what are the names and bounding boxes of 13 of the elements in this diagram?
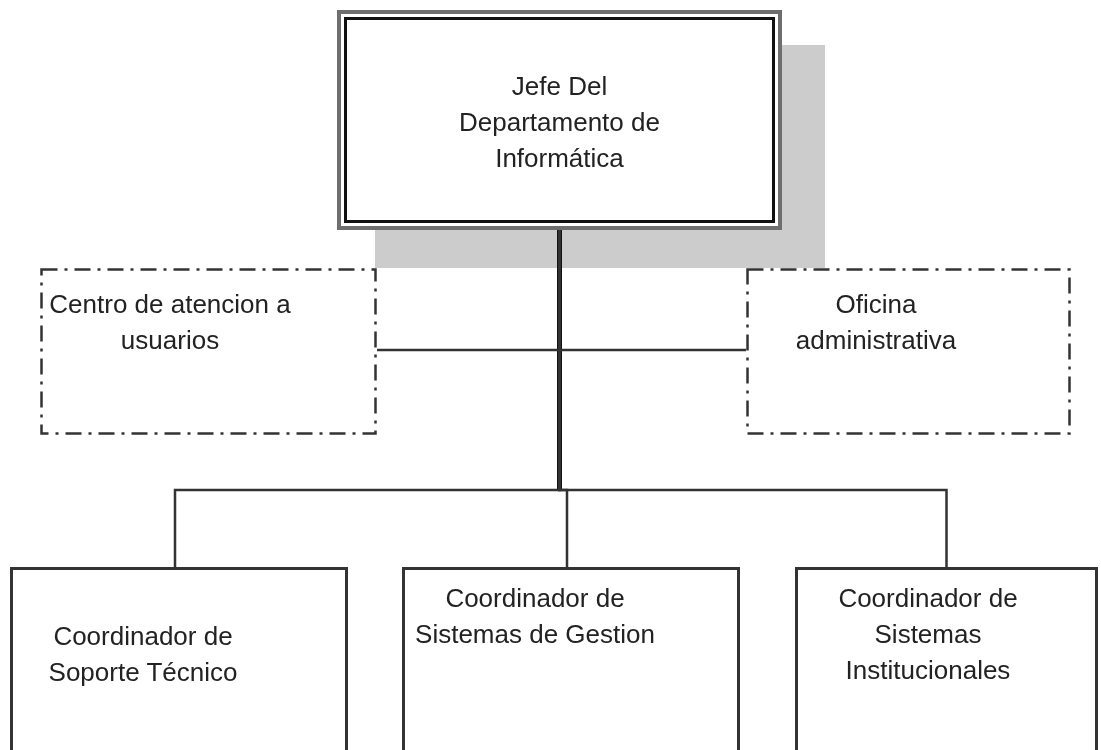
connector-line xyxy=(557,230,562,490)
org-box xyxy=(795,567,1098,750)
box-label: Oficina administrativa xyxy=(794,288,958,357)
org-box xyxy=(402,567,740,750)
staff-box xyxy=(40,268,377,435)
box-label: Coordinador de Soporte Técnico xyxy=(47,620,239,689)
box-label: Jefe Del Departamento de Informática xyxy=(458,70,661,175)
box-label: Coordinador de Sistemas Institucionales xyxy=(837,582,1019,687)
staff-box xyxy=(746,268,1071,435)
box-label: Coordinador de Sistemas de Gestion xyxy=(414,582,656,651)
box-label: Centro de atencion a usuarios xyxy=(48,288,292,357)
org-box xyxy=(337,10,782,230)
org-box xyxy=(10,567,348,750)
